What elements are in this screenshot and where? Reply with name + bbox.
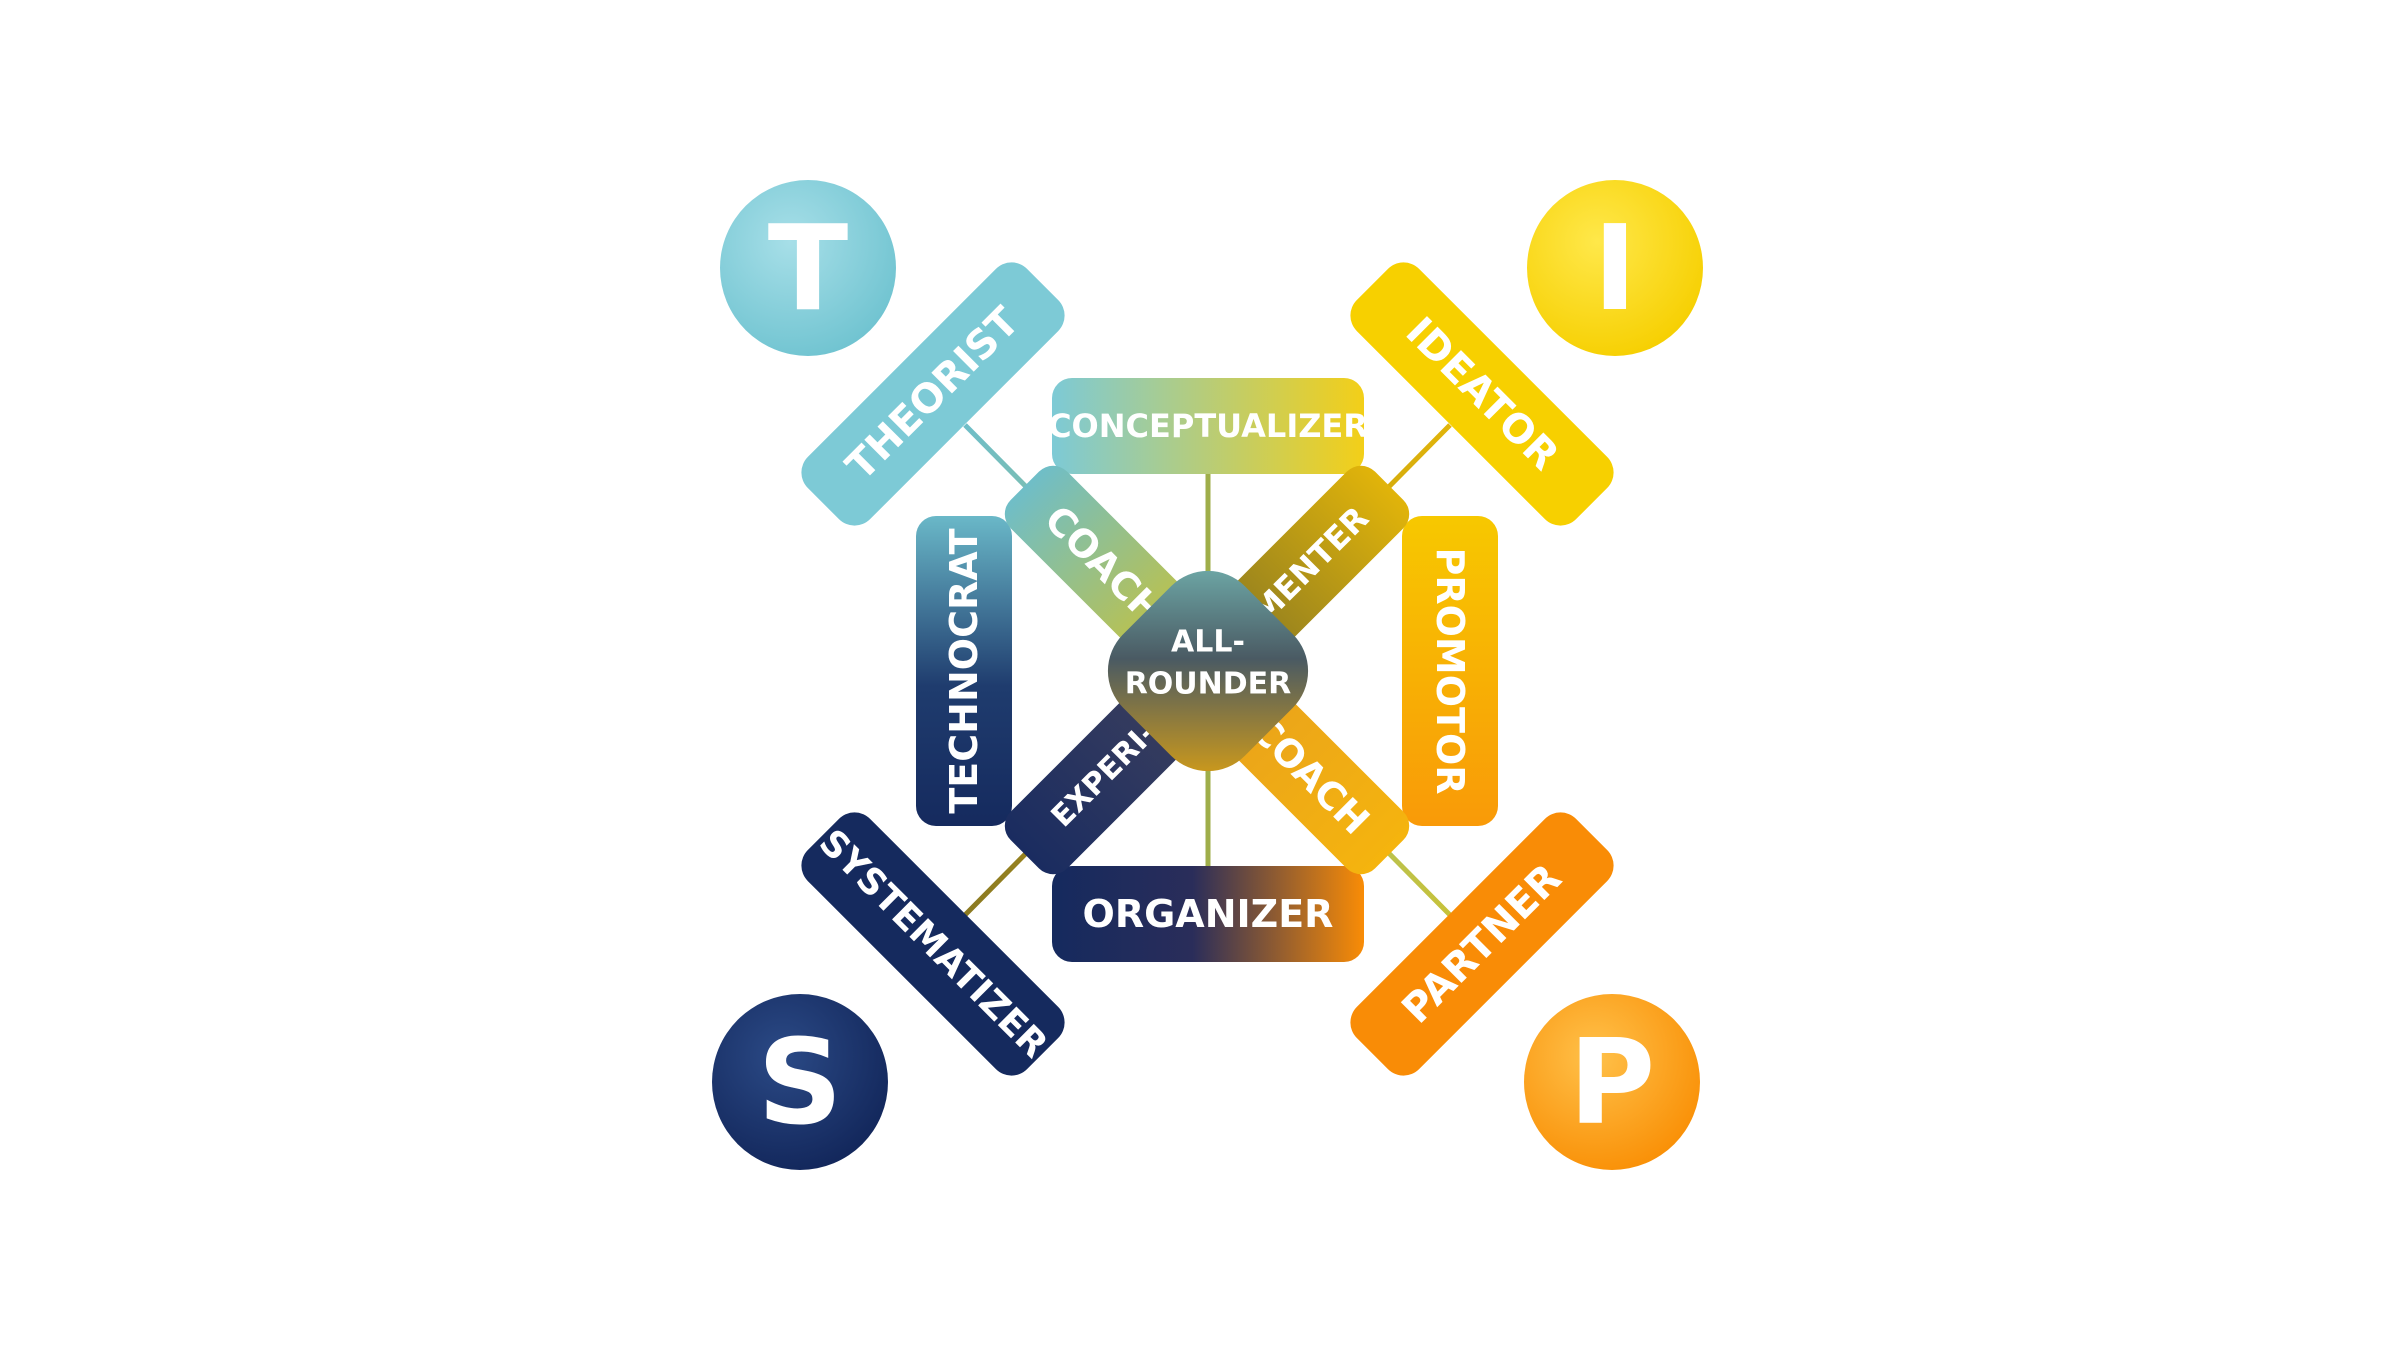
corner-t-letter: T (768, 199, 849, 337)
corner-i: I (1527, 180, 1703, 356)
corner-p-letter: P (1569, 1013, 1655, 1151)
corner-s-circle (712, 994, 888, 1170)
corner-s-letter: S (758, 1013, 843, 1151)
pill-organizer: ORGANIZER (1052, 866, 1364, 962)
center-allrounder-line1: ALL- (1171, 625, 1245, 660)
center-allrounder: ALL- ROUNDER (1107, 570, 1309, 772)
pill-technocrat-label: TECHNOCRAT (942, 528, 986, 813)
corner-t: T (720, 180, 896, 356)
corner-i-circle (1527, 180, 1703, 356)
corner-p-circle (1524, 994, 1700, 1170)
corner-p: P (1524, 994, 1700, 1170)
pill-technocrat: TECHNOCRAT (916, 516, 1012, 826)
pill-promotor-label: PROMOTOR (1428, 547, 1472, 794)
pill-promotor: PROMOTOR (1402, 516, 1498, 826)
corner-s: S (712, 994, 888, 1170)
pill-organizer-label: ORGANIZER (1083, 892, 1334, 936)
corner-t-circle (720, 180, 896, 356)
pill-conceptualizer-label: CONCEPTUALIZER (1048, 407, 1368, 445)
center-allrounder-line2: ROUNDER (1125, 667, 1292, 702)
pill-conceptualizer: CONCEPTUALIZER (1048, 378, 1368, 474)
corner-i-letter: I (1593, 199, 1637, 337)
